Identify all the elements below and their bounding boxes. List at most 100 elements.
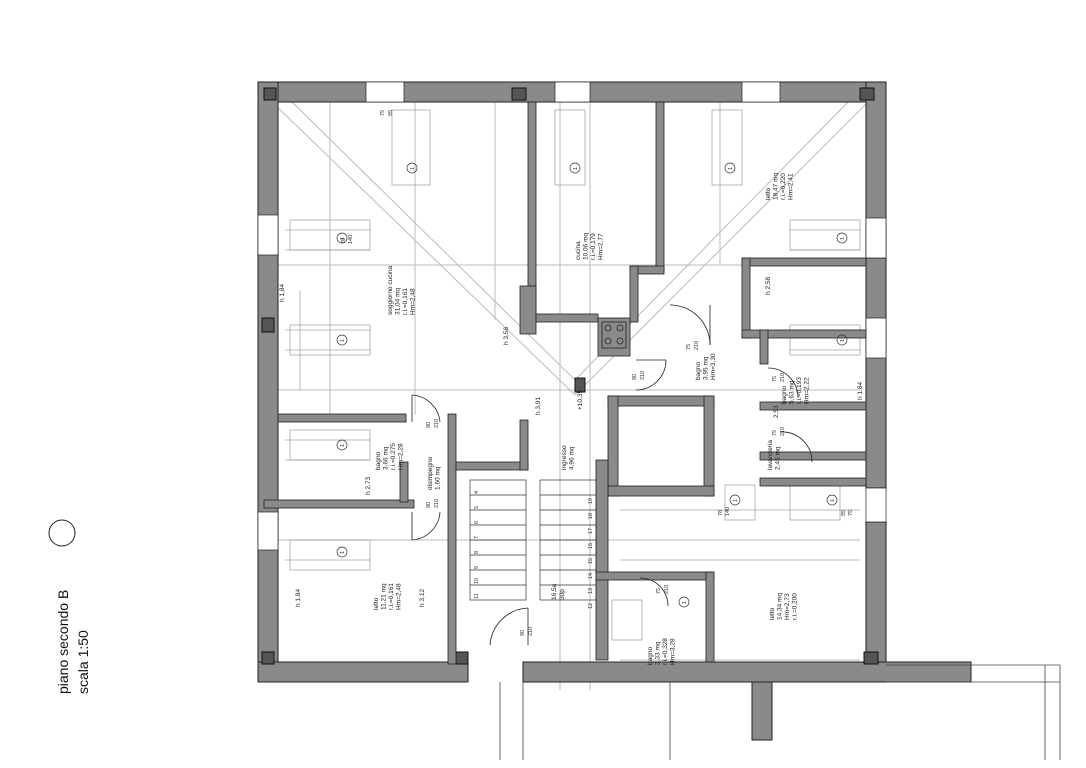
vent-symbol-label: 1	[728, 167, 734, 170]
stair-step-number: 9	[474, 566, 480, 569]
vent-symbol-label: 1	[573, 167, 579, 170]
vent-symbol	[729, 494, 741, 506]
room-label-lavanderia: lavanderia2,45 mq	[767, 440, 782, 470]
plan-title: piano secondo B scala 1:50	[55, 590, 91, 694]
room-label-letto-sw: letto11,21 mqr.i.=0,161Hm=2,48	[373, 583, 403, 610]
misc-labels: h 1,84 h 3,56 h 3,91 +10,35 h 2,73 h 1,84 h 3,…	[279, 110, 864, 636]
vent-symbol-label: 1	[340, 339, 346, 342]
door-dimension-label: 210	[640, 371, 646, 380]
columns	[261, 87, 879, 665]
vent-symbol-label: 1	[840, 237, 846, 240]
north-circle	[48, 519, 76, 547]
stair-step-number: 5	[474, 506, 480, 509]
vent-symbol-label: 1	[830, 499, 836, 502]
height-label: h 3,91	[535, 397, 542, 415]
stair-step-number: 14	[588, 573, 594, 579]
vent-symbol-label: 1	[733, 499, 739, 502]
room-label-cucina: cucina10,06 mqr.i.=0,179Hm=2,77	[575, 233, 605, 260]
room-label-letto-se: letto14,34 mqHm=2,73r.i.=0,200	[769, 593, 799, 620]
wall-openings	[257, 81, 887, 551]
plan-title-line1: piano secondo B	[55, 590, 71, 694]
door-dimension-label: 210	[528, 627, 534, 636]
window-dimension-label: 75	[380, 110, 386, 116]
door-dimension-label: 210	[434, 419, 440, 428]
height-label: h 1,84	[857, 382, 864, 400]
height-label: h 2,58	[765, 277, 772, 295]
door-dimension-label: 75	[772, 430, 778, 436]
door-dimension-label: 210	[780, 373, 786, 382]
window-dimension-label: 75	[848, 510, 854, 516]
room-label-bagno-e: bagno5,63 mqr.i.=0,193Hm=2,22	[781, 377, 811, 404]
vent-symbol	[569, 162, 581, 174]
door-dimension-label: 75	[656, 588, 662, 594]
window-dimension-label: 95	[388, 110, 394, 116]
room-label-letto-ne: letto18,47 mqr.i.=0,220Hm=2,41	[765, 173, 795, 200]
stair-step-number: 8	[474, 551, 480, 554]
door-dimension-label: 75	[686, 344, 692, 350]
door-dimension-label: 210	[664, 585, 670, 594]
stair-step-number: 19	[588, 498, 594, 504]
room-label-soggiorno: soggiorno cucina31,04 mqr.i.=0,161Hm=2,4…	[387, 265, 417, 315]
height-label: h 1,84	[295, 589, 302, 607]
stair-step-number: 16	[588, 543, 594, 549]
hob-icon	[601, 321, 627, 349]
vent-symbol	[336, 546, 348, 558]
vent-symbol	[336, 232, 348, 244]
stair-step-number: 11	[474, 593, 480, 599]
room-label-bagno-c: bagno3,95 mqHm=3,30	[695, 353, 717, 380]
vent-symbol-label: 1	[340, 444, 346, 447]
door-dimension-label: 80	[426, 422, 432, 428]
height-label: 2,53	[773, 405, 780, 418]
vent-symbol-label: 1	[410, 167, 416, 170]
door-swings	[411, 304, 813, 646]
height-label: h 1,84	[279, 284, 286, 302]
interior-walls	[263, 101, 867, 665]
vent-symbol-label: 1	[840, 339, 846, 342]
stair-step-number: 17	[588, 528, 594, 534]
vent-symbol-label: 1	[340, 551, 346, 554]
stair-step-number: 10	[474, 578, 480, 584]
stair-step-number: 13	[588, 588, 594, 594]
door-dimension-label: 80	[632, 374, 638, 380]
door-dimension-label: 90	[520, 630, 526, 636]
stair-step-number: 15	[588, 558, 594, 564]
height-label: h 3,56	[503, 327, 510, 345]
door-dimension-label: 80	[426, 502, 432, 508]
stair-step-number: 18	[588, 513, 594, 519]
ceiling-windows	[289, 109, 861, 641]
staircase	[469, 479, 597, 601]
roof-projection-lines	[269, 99, 871, 690]
window-dimension-label: 140	[348, 235, 354, 244]
door-dimension-label: 75	[772, 376, 778, 382]
vent-symbol	[678, 596, 690, 608]
stair-step-number: 4	[474, 491, 480, 494]
height-label: +10,35	[577, 390, 584, 410]
door-dimension-label: 210	[434, 499, 440, 508]
vent-symbol	[336, 439, 348, 451]
window-dimension-label: 95	[841, 510, 847, 516]
door-dimension-label: 210	[694, 341, 700, 350]
window-dimension-label: 140	[725, 507, 731, 516]
stair-step-number: 7	[474, 536, 480, 539]
height-label: h 3,12	[419, 589, 426, 607]
stair-tread-label: 30p	[559, 589, 566, 600]
vent-symbol	[336, 334, 348, 346]
room-label-ingresso: ingresso4,96 mq	[561, 445, 576, 470]
door-dimension-label: 210	[780, 427, 786, 436]
room-labels: soggiorno cucina31,04 mqr.i.=0,161Hm=2,4…	[373, 173, 811, 665]
room-label-disimpegno: disimpegno1,60 mq	[427, 456, 442, 490]
stair-step-number: 12	[588, 603, 594, 609]
vent-symbol-label: 1	[340, 237, 346, 240]
vent-symbol	[836, 232, 848, 244]
plan-title-line2: scala 1:50	[75, 630, 91, 694]
vent-symbol	[836, 334, 848, 346]
vent-symbol	[406, 162, 418, 174]
height-label: h 2,73	[365, 477, 372, 495]
window-dimension-label: 78	[718, 510, 724, 516]
window-dimension-label: 78	[341, 238, 347, 244]
stair-step-number: 6	[474, 521, 480, 524]
room-label-bagno-w: bagno3,66 mqr.i.=0,275Hm=2,28	[375, 443, 405, 470]
room-label-bagno-s: bagno3,33 mqr.i.=0,328Hm=3,28	[647, 638, 677, 665]
vent-symbol	[826, 494, 838, 506]
stair-rise-label: 16,5a	[551, 583, 558, 600]
